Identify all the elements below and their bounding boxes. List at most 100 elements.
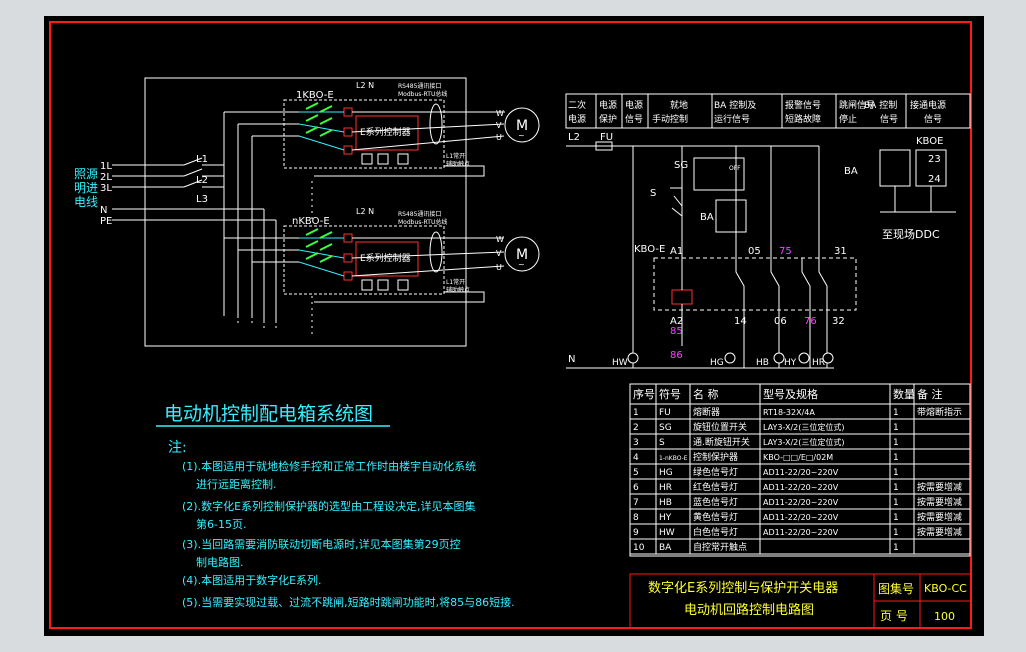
bom-cell: 1 [893,513,899,523]
field-note-bottom-1: L1常开 [446,278,465,286]
bom-cell: 绿色信号灯 [693,466,738,478]
l2-label: L2 [568,132,580,143]
bom-cell: S [659,438,665,448]
kbo-bottom-label: nKBO-E [292,216,330,227]
sg-label: SG [674,160,688,171]
terminal-23: 23 [928,154,941,165]
source-char: 电 [74,195,86,209]
phase-l1: L1 [196,154,208,165]
bus-pe: PE [100,216,112,227]
bus-note-top-2: Modbus-RTU总线 [398,90,447,98]
s-label: S [650,188,656,199]
header-cell: 电源 [599,99,617,111]
controller-top [355,115,419,151]
kbo-coil [671,289,693,305]
header-cell: 运行信号 [714,113,750,125]
header-cell: 接通电源 [910,99,946,111]
terminal-76: 76 [804,316,817,327]
kbo-top-label: 1KBO-E [296,90,334,101]
kboe-right-label: KBOE [916,136,943,147]
bom-cell: HG [659,468,673,478]
motor-top-sub: ~ [518,131,525,140]
header-cell: 手动控制 [652,113,688,125]
system-diagram [112,77,540,347]
lamp-hy [798,352,810,364]
bom-header-cell: 数量 [893,388,915,401]
drawing-canvas: 1L 2L 3L N PE 照 明 电 源 进 线 L1 L2 L3 1KBO-… [44,16,984,636]
bom-cell: 旋钮位置开关 [693,421,747,433]
bus-note-bottom-1: RS485通讯接口 [398,210,441,218]
kbo-control-label: KBO-E [634,244,665,255]
terminal-v-bottom: V [496,249,502,258]
lamp-hb [773,352,785,364]
system-title: 电动机控制配电箱系统图 [164,403,373,425]
controller-bottom [355,241,419,277]
note-line: (1).本图适用于就地检修手控和正常工作时由楼宇自动化系统 [182,459,476,473]
source-char: 进 [86,181,98,195]
fu-label: FU [600,132,613,143]
bom-cell: HR [659,483,672,493]
controller-top-text: E系列控制器 [360,126,411,138]
bom-header-cell: 名 称 [693,387,719,401]
page-label: 页 号 [880,609,908,623]
bom-cell: 按需要增减 [917,496,962,508]
note-line: 进行远距离控制. [196,477,277,491]
bom-cell: AD11-22/20~220V [763,468,839,477]
ba-right-contact [879,149,911,187]
source-char: 明 [74,181,86,195]
title-line-2: 电动机回路控制电路图 [684,602,814,618]
bom-cell: 通.断旋钮开关 [693,436,750,448]
ba-right-label: BA [844,166,858,177]
terminal-a1: A1 [670,246,683,257]
terminal-06: 06 [774,316,787,327]
ba-label: BA [700,212,714,223]
bom-cell: AD11-22/20~220V [763,528,839,537]
controller-bottom-text: E系列控制器 [360,252,411,264]
bom-cell: 1 [893,438,899,448]
field-note-bottom-2: 辅助触点 [446,286,470,294]
terminal-w-top: W [496,109,504,118]
bom-cell: AD11-22/20~220V [763,513,839,522]
bom-header-cell: 备 注 [917,387,943,401]
note-line: (3).当回路需要消防联动切断电源时,详见本图集第29页控 [182,537,461,551]
header-cell: 信号 [625,113,643,125]
header-cell: 二次 [568,99,586,111]
bom-cell: 按需要增减 [917,481,962,493]
lamp-hb-label: HB [756,358,769,368]
terminal-31: 31 [834,246,847,257]
notes: 注: (1).本图适用于就地检修手控和正常工作时由楼宇自动化系统 进行远距离控制… [168,440,515,609]
terminal-75: 75 [779,246,792,257]
to-ddc-label: 至现场DDC [882,227,940,241]
atlas-value: KBO-CC [924,582,967,595]
sg-switch [693,157,745,191]
note-line: (2).数字化E系列控制保护器的选型由工程设决定,详见本图集 [182,499,476,513]
bom-cell: 黄色信号灯 [693,511,738,523]
page-value: 100 [934,610,955,623]
l2n-top: L2 N [356,81,374,90]
bom-cell: AD11-22/20~220V [763,483,839,492]
source-char: 线 [86,195,98,209]
bom-cell: 1 [893,528,899,538]
circuit-header [565,93,971,129]
bom-cell: HW [659,528,675,538]
header-cell: 报警信号 [785,99,821,111]
note-line: (4).本图适用于数字化E系列. [182,573,322,587]
control-labels: L2 FU SG OFF S BA KBO-E A1 05 75 31 A2 1… [568,132,943,368]
box-outline [144,77,467,347]
terminal-u-bottom: U [496,263,502,272]
kbo-bottom-block [283,225,445,295]
bom-cell: 1 [893,543,899,553]
bus-n: N [100,205,107,216]
fuse [595,141,613,151]
lamp-hw [627,352,639,364]
bom-cell: 自控常开触点 [693,541,747,553]
terminal-a2: A2 [670,316,683,327]
kbo-top-block [283,99,445,169]
bom-cell: 4 [633,453,639,463]
header-cell: 短路故障 [785,113,821,125]
system-labels: 1L 2L 3L N PE 照 明 电 源 进 线 L1 L2 L3 1KBO-… [74,81,528,294]
off-label: OFF [729,165,741,172]
bom-cell: 2 [633,423,639,433]
bom-cell: 3 [633,438,639,448]
bom-cell: 按需要增减 [917,526,962,538]
